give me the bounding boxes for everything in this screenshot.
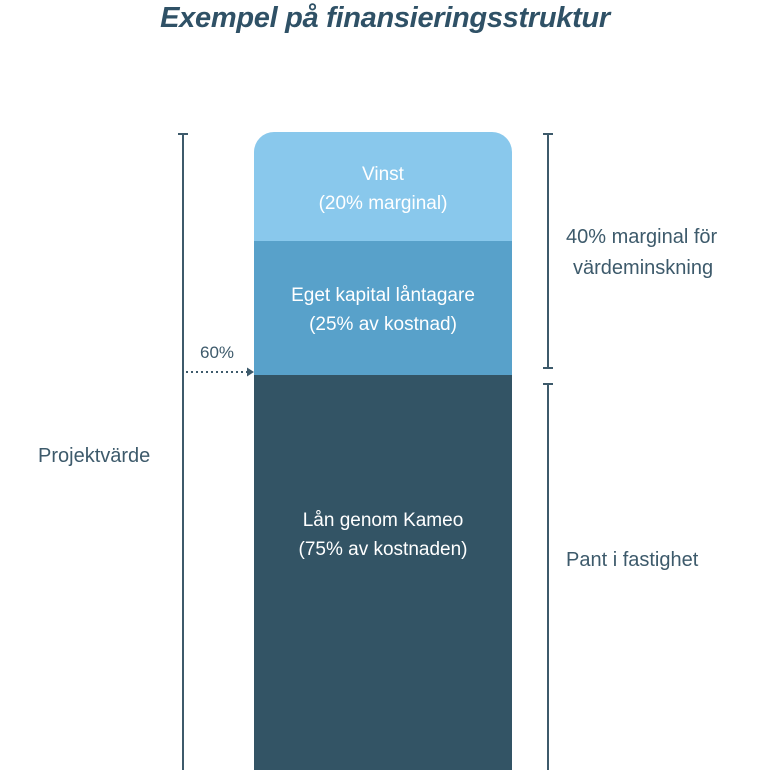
financing-stack: Vinst (20% marginal) Eget kapital låntag… [254, 132, 512, 770]
segment-loan-title: Lån genom Kameo [302, 509, 464, 531]
segment-kameo-loan: Lån genom Kameo (75% av kostnaden) [254, 375, 512, 770]
margin-label: 40% marginal för värdeminskning [566, 222, 717, 284]
segment-equity-title: Eget kapital låntagare [291, 285, 475, 306]
right-lower-bracket [543, 383, 553, 770]
segment-borrower-equity: Eget kapital låntagare (25% av kostnad) [254, 241, 512, 375]
right-upper-bracket [543, 133, 553, 369]
left-bracket [178, 133, 188, 770]
dotted-arrow-icon [186, 367, 254, 377]
segment-equity-detail: (25% av kostnad) [309, 314, 457, 335]
project-value-label: Projektvärde [38, 445, 151, 467]
segment-profit-detail: (20% marginal) [318, 192, 448, 214]
segment-profit: Vinst (20% marginal) [254, 132, 512, 241]
segment-loan-detail: (75% av kostnaden) [298, 538, 468, 560]
margin-label-line2: värdeminskning [573, 257, 714, 279]
arrow-percent-label: 60% [200, 343, 235, 362]
collateral-label: Pant i fastighet [566, 549, 699, 571]
segment-profit-title: Vinst [362, 163, 404, 185]
diagram-title: Exempel på finansieringsstruktur [160, 2, 610, 34]
margin-label-line1: 40% marginal för [566, 226, 718, 248]
